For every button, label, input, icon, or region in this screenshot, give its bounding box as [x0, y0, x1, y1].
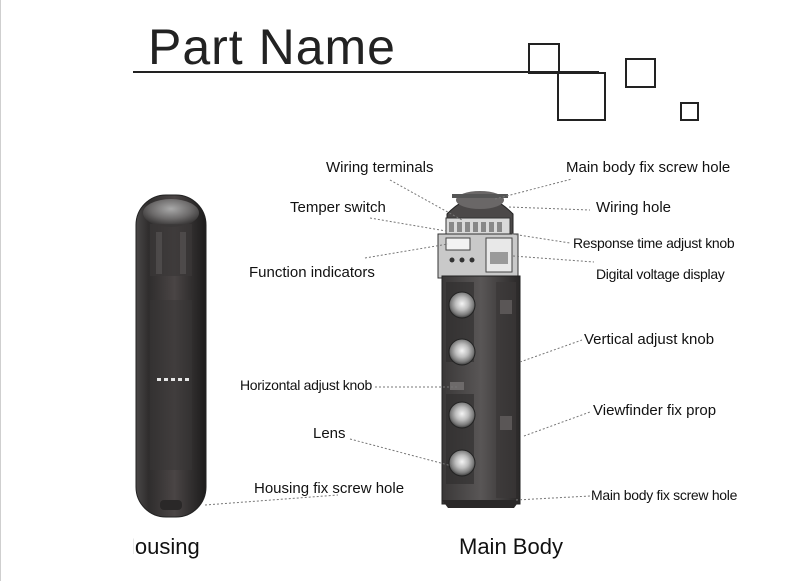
leader-response-time-adjust-knob [511, 233, 571, 244]
leader-lens [349, 438, 453, 467]
left-margin-rule [0, 0, 1, 581]
leader-vertical-adjust-knob [519, 339, 583, 363]
leader-function-indicators [364, 243, 449, 259]
label-vertical-adjust-knob: Vertical adjust knob [584, 331, 715, 348]
housing-indicator-dashes [157, 378, 189, 381]
leader-main-body-fix-screw-hole-top [494, 178, 573, 200]
leader-temper-switch [369, 217, 447, 232]
leader-wiring-hole [508, 206, 591, 211]
label-main-body-fix-screw-hole-top: Main body fix screw hole [566, 159, 731, 176]
label-wiring-terminals: Wiring terminals [326, 159, 434, 176]
caption-main-body: Main Body [459, 534, 563, 559]
housing-top-dome [143, 199, 199, 227]
label-function-indicators: Function indicators [249, 264, 375, 281]
deco-square-3 [625, 58, 656, 88]
label-main-body-fix-screw-hole-bottom: Main body fix screw hole [591, 487, 738, 503]
housing-illustration [135, 194, 207, 518]
wiring-terminal-block [445, 217, 511, 237]
label-horizontal-adjust-knob: Horizontal adjust knob [240, 377, 372, 393]
leader-wiring-terminals [389, 179, 463, 221]
main-body-illustration [437, 191, 521, 508]
leader-digital-voltage-display [512, 255, 595, 263]
leader-lines [204, 178, 595, 506]
label-temper-switch: Temper switch [290, 199, 386, 216]
deco-square-2 [557, 72, 606, 121]
label-wiring-hole: Wiring hole [596, 199, 672, 216]
label-viewfinder-fix-prop: Viewfinder fix prop [593, 402, 717, 419]
label-response-time-adjust-knob: Response time adjust knob [573, 235, 735, 251]
title-underline [133, 71, 599, 73]
leader-viewfinder-fix-prop [523, 411, 591, 437]
page-title: Part Name [148, 19, 396, 75]
leader-main-body-fix-screw-hole-bottom [515, 495, 591, 501]
caption-housing: Housing [133, 534, 200, 559]
deco-square-1 [528, 43, 560, 74]
label-lens: Lens [313, 425, 346, 442]
housing-caption-clip: Housing [133, 532, 253, 568]
deco-square-4 [680, 102, 699, 121]
lens-group [448, 291, 476, 477]
label-digital-voltage-display: Digital voltage display [596, 266, 725, 282]
label-housing-fix-screw-hole: Housing fix screw hole [254, 480, 405, 497]
